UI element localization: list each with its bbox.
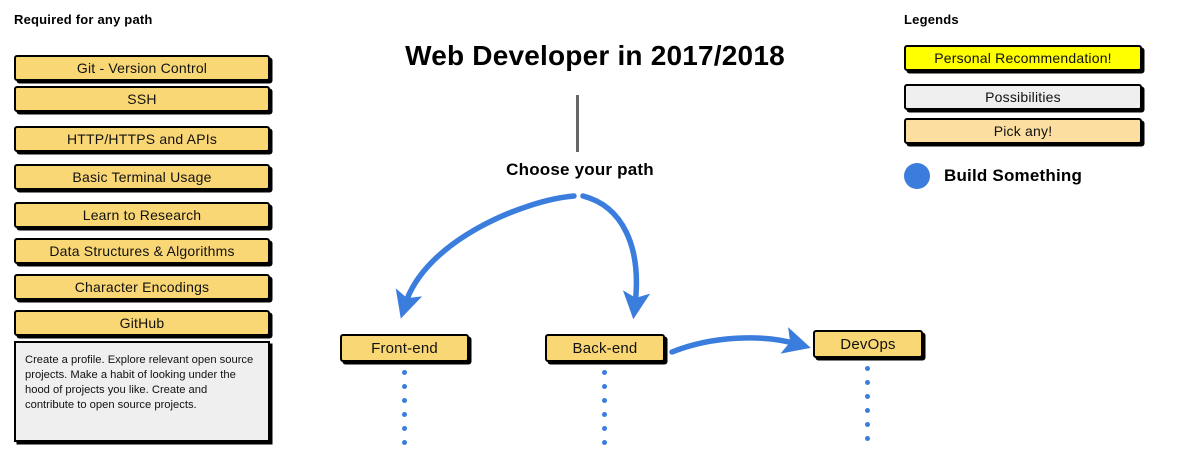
arrow-to-back-end bbox=[580, 193, 651, 320]
roadmap-flow: Web Developer in 2017/2018 Choose your p… bbox=[300, 0, 923, 454]
required-skill-box[interactable]: Learn to Research bbox=[14, 202, 270, 228]
stem-connector-line bbox=[576, 95, 579, 152]
legend-swatch-box: Personal Recommendation! bbox=[904, 45, 1142, 71]
path-node-box[interactable]: Back-end bbox=[545, 334, 665, 362]
legends-panel: Legends Personal Recommendation! Possibil… bbox=[890, 0, 1189, 454]
choose-your-path-label: Choose your path bbox=[506, 160, 654, 179]
required-skill-box[interactable]: GitHub bbox=[14, 310, 270, 336]
required-skill-box[interactable]: SSH bbox=[14, 86, 270, 112]
path-continues-dots bbox=[865, 366, 871, 450]
legend-swatch-box: Possibilities bbox=[904, 84, 1142, 110]
required-skill-box[interactable]: Data Structures & Algorithms bbox=[14, 238, 270, 264]
path-continues-dots bbox=[602, 370, 608, 454]
blue-circle-icon bbox=[904, 163, 930, 189]
arrow-back-end-to-devops bbox=[669, 327, 811, 355]
legend-build-something: Build Something bbox=[904, 163, 1082, 189]
legend-build-something-label: Build Something bbox=[944, 166, 1083, 185]
arrow-to-front-end bbox=[395, 193, 577, 319]
github-description-box: Create a profile. Explore relevant open … bbox=[14, 341, 270, 442]
page-title: Web Developer in 2017/2018 bbox=[405, 40, 785, 71]
path-continues-dots bbox=[402, 370, 408, 454]
legends-heading: Legends bbox=[904, 12, 959, 27]
required-skill-box[interactable]: Basic Terminal Usage bbox=[14, 164, 270, 190]
path-node-box[interactable]: Front-end bbox=[340, 334, 469, 362]
required-skill-box[interactable]: Git - Version Control bbox=[14, 55, 270, 81]
required-skill-box[interactable]: Character Encodings bbox=[14, 274, 270, 300]
required-skills-heading: Required for any path bbox=[14, 12, 153, 27]
required-skills-column: Required for any path Git - Version Cont… bbox=[0, 0, 300, 454]
legend-swatch-box: Pick any! bbox=[904, 118, 1142, 144]
path-node-box[interactable]: DevOps bbox=[813, 330, 923, 358]
required-skill-box[interactable]: HTTP/HTTPS and APIs bbox=[14, 126, 270, 152]
